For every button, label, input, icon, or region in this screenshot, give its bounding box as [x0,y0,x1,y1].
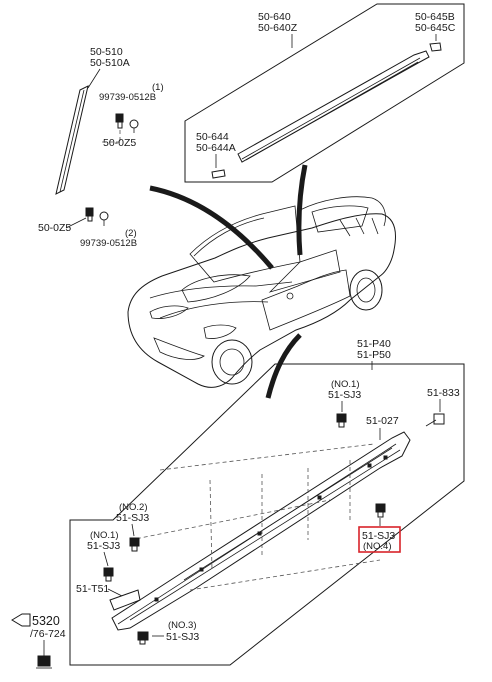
car-front-hub [219,348,245,376]
label-no1-b: (NO.1) [90,530,119,541]
leader-line [65,217,87,229]
label-50-644a: 50-644A [196,142,236,154]
molding-edge [245,61,419,161]
clip-icon [137,631,149,645]
car-hood-scoop [181,274,251,303]
car-hood-line [149,281,293,299]
clip-icon [375,503,386,518]
side-sill-panel [69,363,465,666]
car-grille [153,337,205,360]
label-50-0z5-b: 50-0Z5 [38,222,71,234]
label-51-t51: 51-T51 [76,583,109,595]
label-51-sj3-d: 51-SJ3 [362,530,395,542]
label-50-0z5-a: 50-0Z5 [103,137,136,149]
label-51-sj3-c: 51-SJ3 [87,540,120,552]
label-50-644: 50-644 [196,131,229,143]
label-51-p50: 51-P50 [357,349,391,361]
label-50-645b: 50-645B [415,11,455,23]
label-51-027: 51-027 [366,415,399,427]
assembly-guides [129,443,381,591]
car-front-wheel [211,339,253,385]
car-door-window [268,249,341,293]
fastener-icon [36,655,52,669]
car-headlight-right [203,324,237,339]
clip-points [154,455,388,602]
clip-icon [103,567,114,582]
car-illustration [127,164,396,399]
car-vents [339,217,379,237]
car-mirror [286,292,294,300]
car-hood-bulge [159,301,269,319]
screw-icon [129,119,139,133]
label-51-sj3-e: 51-SJ3 [166,631,199,643]
label-50-510: 50-510 [90,46,123,58]
label-no3: (NO.3) [168,620,197,631]
car-rear-window [311,205,369,233]
label-50-640z: 50-640Z [258,22,298,34]
pointer-to-roof [296,164,308,256]
mud-flap-part [109,589,141,611]
side-sill-group: 51-P40 51-P50 (NO.1) 51-SJ3 51-833 51-02… [11,338,465,669]
roof-molding-panel [184,3,465,183]
clip-icon [115,113,124,129]
pointer-to-pillar [149,185,274,270]
label-num-2: (2) [125,228,137,239]
label-5320[interactable]: 5320 [32,614,60,628]
pointer-to-sill [265,333,302,399]
leader-line [87,68,101,89]
pillar-molding-group: 50-510 50-510A (1) 99739-0512B 50-0Z5 50… [38,46,164,249]
garnish-ridge [183,447,393,581]
label-num-1: (1) [152,82,164,93]
car-door [261,269,351,331]
clip-icon [336,413,347,428]
label-51-833: 51-833 [427,387,460,399]
label-76-724: /76-724 [30,628,66,640]
leader-line [131,523,135,537]
car-headlight-left [149,305,189,319]
label-51-p40: 51-P40 [357,338,391,350]
molding-edge [59,89,85,193]
label-51-sj3-b: 51-SJ3 [116,512,149,524]
label-no1-a: (NO.1) [331,379,360,390]
car-rear-hub [356,277,376,303]
label-no2: (NO.2) [119,502,148,513]
molding-end-cap-a [211,169,226,179]
garnish-edge [129,449,401,621]
fastener-icon [425,413,445,427]
clip-icon [129,537,140,552]
label-50-645c: 50-645C [415,22,456,34]
leader-line [103,551,109,567]
molding-end-cap-b [429,42,442,52]
leader-line [107,588,123,597]
screw-icon [99,211,109,226]
label-50-510a: 50-510A [90,57,130,69]
car-windshield-frame [193,217,265,257]
label-50-640: 50-640 [258,11,291,23]
car-rear-deck [299,196,386,227]
car-body-outline [127,213,396,388]
label-no4: (NO.4) [363,541,392,552]
highlight-box[interactable] [358,526,401,553]
label-99739-0512b-top: 99739-0512B [99,92,156,103]
label-51-sj3-a: 51-SJ3 [328,389,361,401]
car-windshield [189,205,301,283]
molding-edge [241,57,421,160]
label-99739-0512b-bottom: 99739-0512B [80,238,137,249]
car-rear-wheel [349,269,383,311]
roof-molding-group: 50-640 50-640Z 50-645B 50-645C 50-644 50… [184,3,465,183]
clip-icon [85,207,94,222]
reference-arrow-icon[interactable] [11,613,31,627]
